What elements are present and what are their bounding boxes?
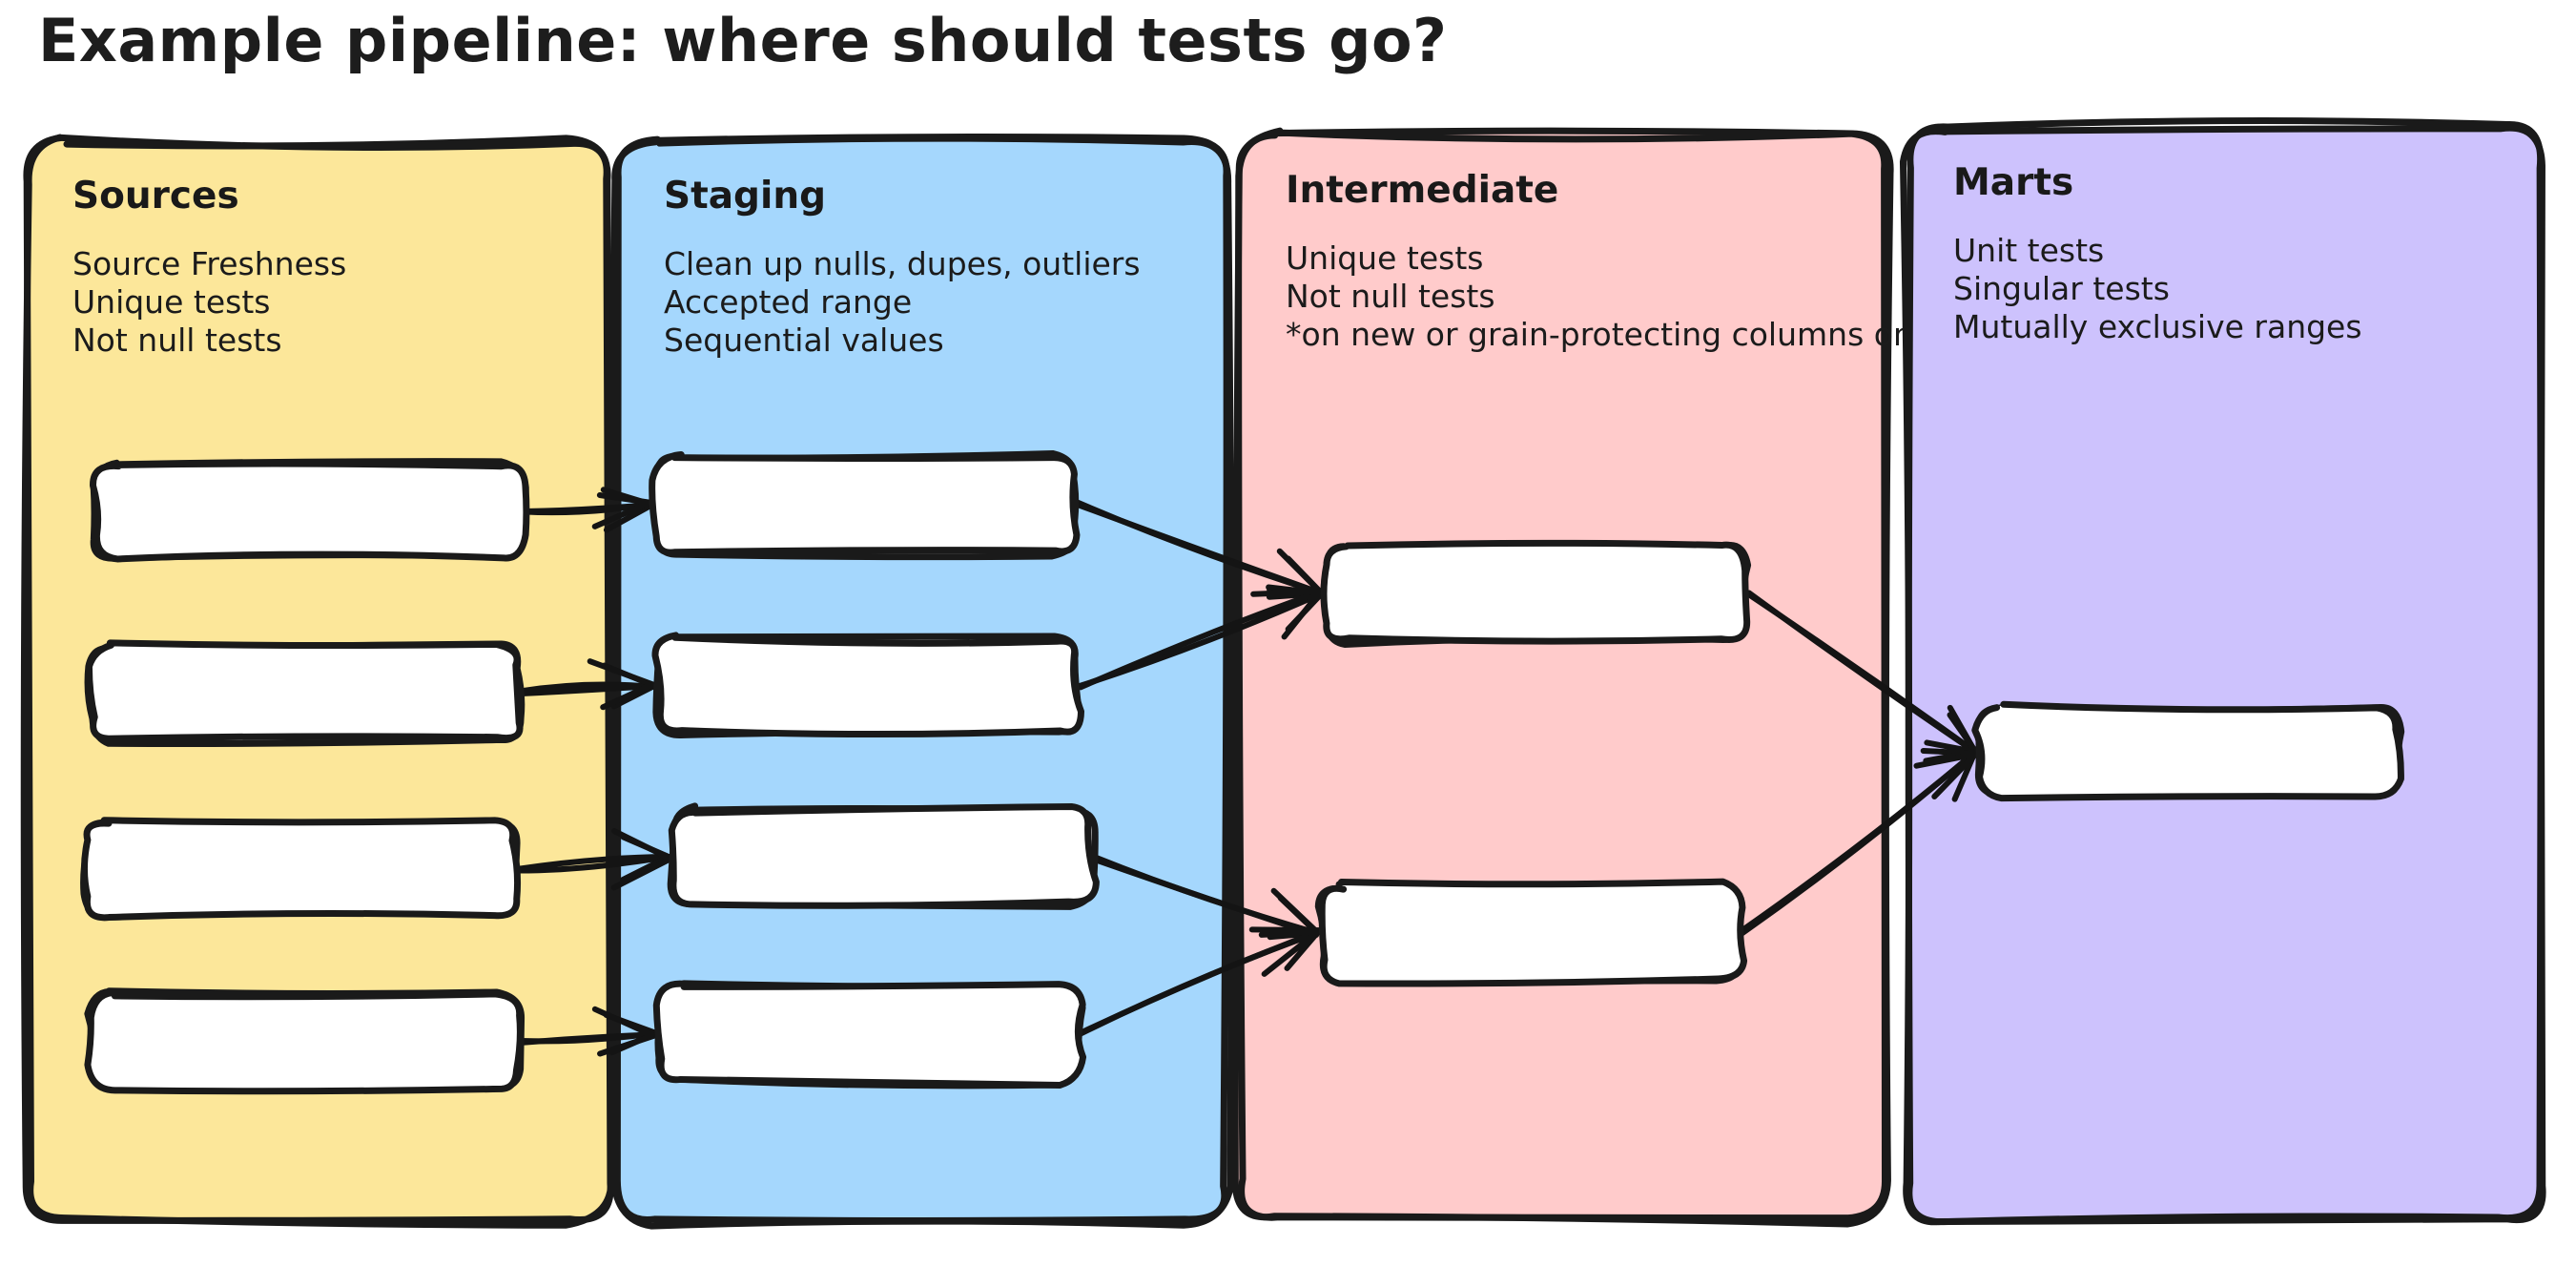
node-box-sketch-overlay (85, 639, 524, 742)
lane-note-sources-0: Source Freshness (72, 245, 346, 282)
edge-arrowhead-sketch-overlay (587, 658, 656, 711)
edge-arrow (1089, 854, 1321, 941)
edge-arrowhead-sketch-overlay (1250, 588, 1324, 640)
lane-note-staging-1: Accepted range (664, 283, 912, 321)
node-box-sketch-overlay (1971, 700, 2404, 802)
edge-line-sketch-overlay (513, 854, 670, 874)
node-box-sketch-overlay (649, 450, 1081, 556)
edge-line-sketch-overlay (518, 681, 659, 695)
node-sources-3[interactable] (84, 987, 526, 1095)
lane-outline-staging (608, 135, 1235, 1230)
edge-line-sketch-overlay (1089, 856, 1320, 938)
lane-note-intermediate-0: Unique tests (1286, 239, 1483, 277)
node-staging-1[interactable] (651, 632, 1085, 738)
edge-arrow (1079, 926, 1323, 1036)
node-box-sketch-overlay (652, 980, 1087, 1089)
node-sources-2[interactable] (80, 817, 522, 922)
edge-arrowhead-sketch-overlay (591, 1006, 657, 1057)
edge-arrow (1077, 584, 1325, 691)
edges-layer (513, 487, 1980, 1057)
edge-line-sketch-overlay (520, 1031, 661, 1046)
node-staging-3[interactable] (652, 980, 1087, 1090)
edge-line-sketch-overlay (1745, 590, 1978, 755)
edge-arrowhead-sketch-overlay (1913, 751, 1979, 800)
node-staging-0[interactable] (649, 449, 1081, 561)
node-box-sketch-overlay (668, 803, 1100, 909)
lane-note-intermediate-2: *on new or grain-protecting columns only (1286, 316, 1941, 353)
lane-note-intermediate-1: Not null tests (1286, 278, 1495, 315)
edge-arrow (1738, 749, 1979, 936)
node-sources-1[interactable] (84, 639, 526, 747)
lane-title-sources: Sources (72, 175, 239, 218)
edge-line-sketch-overlay (1738, 750, 1977, 934)
nodes-layer (80, 449, 2405, 1095)
edge-line-sketch-overlay (1075, 499, 1326, 597)
node-intermediate-0[interactable] (1320, 539, 1752, 648)
page-title: Example pipeline: where should tests go? (38, 6, 1448, 75)
node-box-sketch-overlay (651, 632, 1085, 738)
lane-note-marts-2: Mutually exclusive ranges (1953, 308, 2362, 345)
lane-outline-sources (20, 134, 614, 1224)
node-intermediate-1[interactable] (1314, 878, 1748, 987)
node-box-sketch-overlay (90, 460, 530, 563)
edge-line-sketch-overlay (1078, 589, 1324, 691)
lane-note-marts-0: Unit tests (1953, 232, 2104, 269)
lane-outline-intermediate (1235, 129, 1889, 1222)
lane-note-sources-1: Unique tests (72, 283, 270, 321)
node-sources-0[interactable] (90, 458, 530, 563)
lane-title-marts: Marts (1953, 161, 2073, 204)
node-box-sketch-overlay (1320, 539, 1751, 645)
lane-note-staging-2: Sequential values (664, 322, 944, 359)
lane-note-sources-2: Not null tests (72, 322, 282, 359)
edge-line-sketch-overlay (1080, 928, 1322, 1035)
lane-title-staging: Staging (664, 175, 826, 218)
lane-outline-marts (1899, 116, 2546, 1226)
lane-note-marts-1: Singular tests (1953, 270, 2170, 307)
node-box-sketch-overlay (84, 989, 524, 1095)
edge-arrow (513, 828, 674, 891)
lane-title-intermediate: Intermediate (1286, 169, 1558, 212)
node-marts-0[interactable] (1971, 700, 2405, 802)
node-staging-2[interactable] (667, 802, 1100, 910)
lane-note-staging-0: Clean up nulls, dupes, outliers (664, 245, 1141, 282)
node-box-sketch-overlay (80, 817, 522, 922)
node-box-sketch-overlay (1318, 878, 1748, 987)
